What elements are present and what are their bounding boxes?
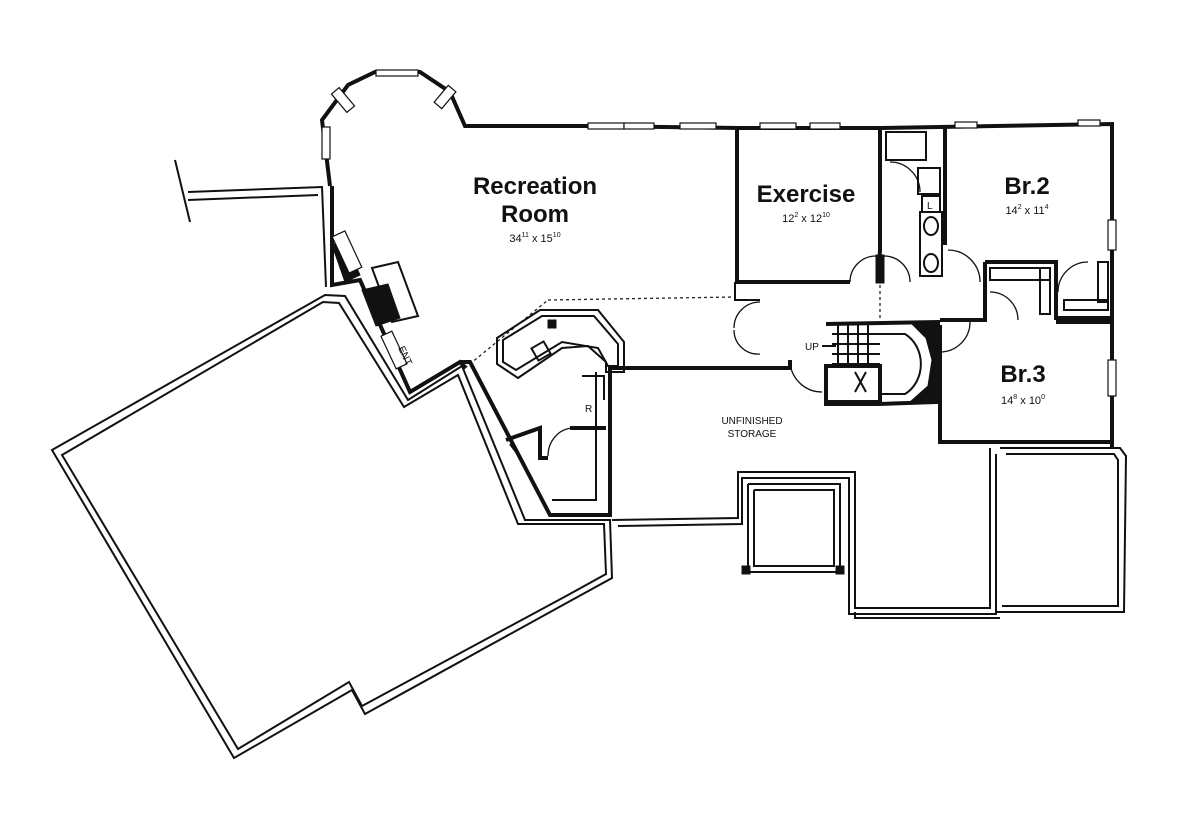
bedroom-2-dimensions: 142 x 114 [1005, 204, 1048, 217]
exercise-room-name: Exercise [757, 181, 856, 208]
north-exterior-wall [319, 69, 1117, 448]
linen-label: L [927, 201, 933, 212]
stair-up-label: UP [805, 342, 819, 353]
storage-walls [460, 360, 1128, 619]
bedroom-3-label: Br.3 148 x 100 [1000, 361, 1045, 407]
wet-bar: R [496, 309, 625, 415]
recreation-room-label: Recreation Room 3411 x 1510 [473, 173, 597, 245]
storage-label: UNFINISHED STORAGE [721, 416, 782, 440]
bedroom-2-label: Br.2 142 x 114 [1004, 173, 1049, 217]
deck-edge-line [174, 159, 327, 288]
bedroom-3-name: Br.3 [1000, 361, 1045, 388]
exercise-room-label: Exercise 122 x 1210 [757, 181, 856, 225]
hall [464, 282, 881, 393]
bedroom-3-dimensions: 148 x 100 [1001, 394, 1045, 407]
fireplace: ENT [330, 186, 468, 395]
garage-outline [50, 293, 614, 760]
bedroom-2-name: Br.2 [1004, 173, 1049, 200]
recreation-room-name-line2: Room [501, 201, 569, 228]
stair: UP [805, 319, 940, 406]
storage-label-line1: UNFINISHED [721, 416, 782, 427]
bedroom-2-walls [983, 260, 1112, 322]
storage-label-line2: STORAGE [728, 429, 777, 440]
bathroom: L [885, 128, 981, 283]
recreation-room-dimensions: 3411 x 1510 [509, 232, 560, 245]
exercise-room-walls [735, 128, 911, 284]
exercise-room-dimensions: 122 x 1210 [782, 212, 830, 225]
recreation-room-name-line1: Recreation [473, 173, 597, 200]
refrigerator-label: R [585, 404, 592, 415]
